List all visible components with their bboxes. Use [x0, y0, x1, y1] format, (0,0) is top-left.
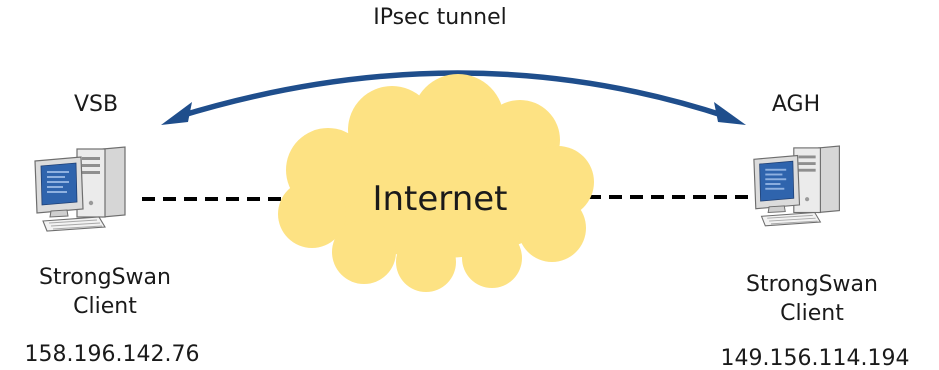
- client-label-right-line2: Client: [780, 301, 844, 326]
- computer-icon-left: [34, 146, 126, 232]
- computer-icon-right: [753, 145, 840, 227]
- ip-address-right: 149.156.114.194: [721, 346, 910, 370]
- tunnel-label: IPsec tunnel: [373, 5, 507, 30]
- site-label-right: AGH: [772, 92, 820, 117]
- cloud-label: Internet: [372, 179, 507, 219]
- tunnel-arrow: [174, 70, 731, 120]
- client-label-right-line1: StrongSwan: [746, 272, 878, 297]
- internet-cloud: [278, 74, 594, 292]
- client-label-left-line2: Client: [73, 294, 137, 319]
- tunnel-arrowhead-right: [714, 102, 746, 125]
- client-label-left-line1: StrongSwan: [39, 265, 171, 290]
- tunnel-arrowhead-left: [161, 102, 192, 125]
- ip-address-left: 158.196.142.76: [25, 342, 200, 367]
- site-label-left: VSB: [74, 92, 118, 117]
